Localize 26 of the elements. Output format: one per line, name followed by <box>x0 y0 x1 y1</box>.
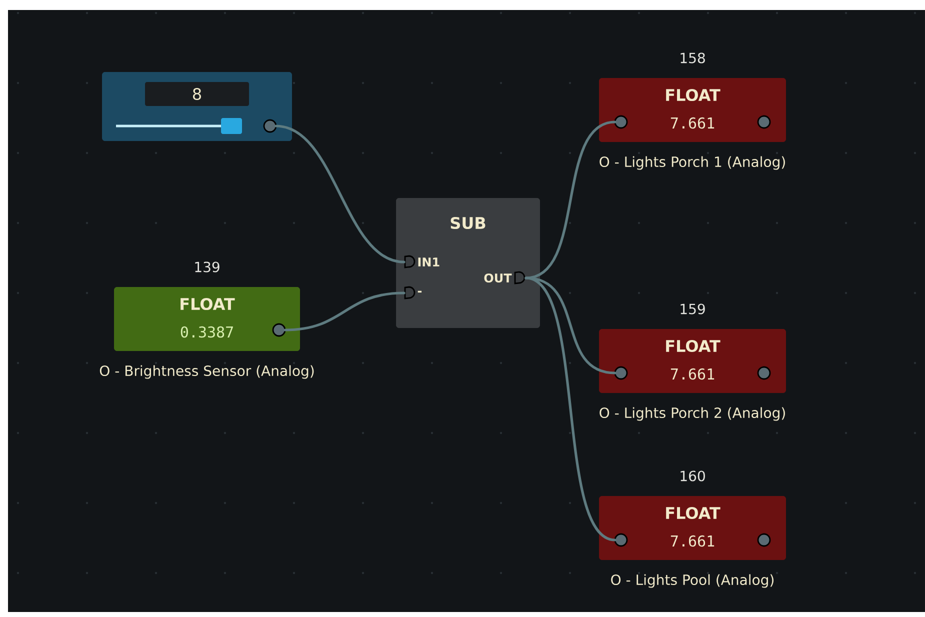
value-text: 7.661 <box>670 368 714 380</box>
value-text: 0.3387 <box>180 326 233 338</box>
node-number: 158 <box>680 52 705 64</box>
node-number: 139 <box>195 262 220 272</box>
node-number: 159 <box>680 304 705 314</box>
node-caption: O - Lights Porch 2 (Analog) <box>600 407 785 421</box>
node-title: FLOAT <box>666 506 720 520</box>
node-caption: O - Lights Pool (Analog) <box>611 574 774 588</box>
connector <box>524 120 616 280</box>
node-caption: O - Brightness Sensor (Analog) <box>100 365 314 379</box>
node-title: FLOAT <box>666 340 720 352</box>
port-label: OUT <box>484 273 512 283</box>
value-field: 8 <box>145 82 249 106</box>
value-text: 7.661 <box>670 535 714 547</box>
value-text: 7.661 <box>670 117 714 129</box>
port-label: - <box>418 290 422 293</box>
connector <box>524 276 616 542</box>
connector <box>274 124 406 264</box>
node-title: FLOAT <box>666 88 720 102</box>
node-title: SUB <box>450 216 486 230</box>
node-number: 160 <box>680 470 705 482</box>
connector <box>524 276 616 374</box>
port-label: IN1 <box>418 258 440 266</box>
node-caption: O - Lights Porch 1 (Analog) <box>600 156 785 170</box>
connector <box>284 292 406 332</box>
node-title: FLOAT <box>180 298 235 310</box>
